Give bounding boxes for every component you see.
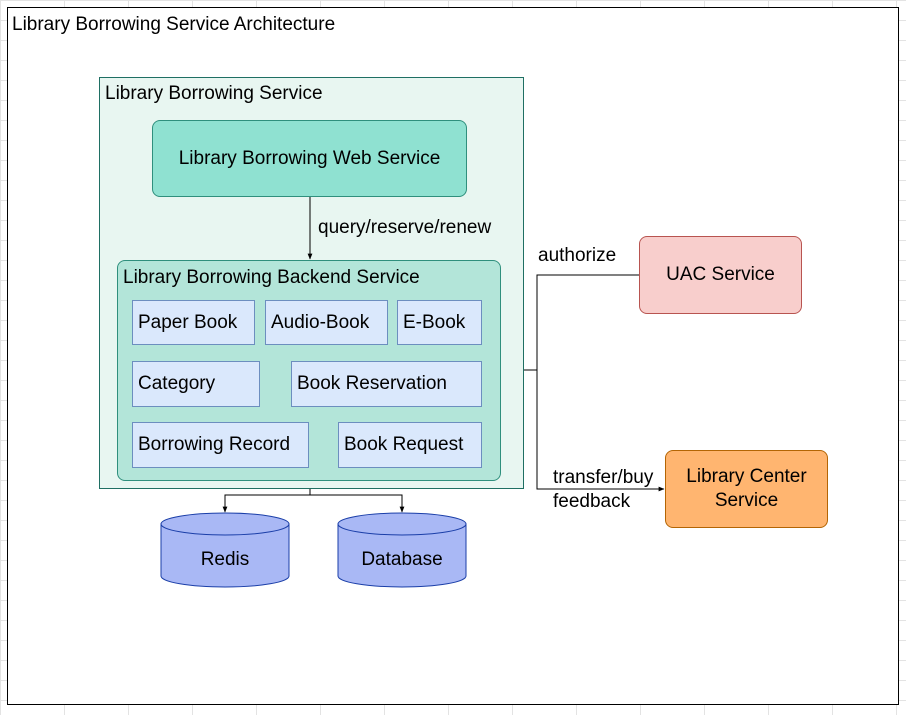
- backend-to-uac-connector[interactable]: [524, 274, 639, 371]
- backend-to-center-arrow[interactable]: [536, 370, 665, 492]
- module-label: Paper Book: [138, 311, 238, 333]
- module-book-request[interactable]: Book Request: [338, 422, 482, 468]
- module-category[interactable]: Category: [132, 361, 260, 407]
- database-label: Database: [361, 549, 443, 570]
- module-label: Book Request: [344, 434, 464, 455]
- module-label: Audio-Book: [271, 311, 370, 333]
- query-edge-label: query/reserve/renew: [318, 217, 492, 238]
- diagram-title: Library Borrowing Service Architecture: [12, 14, 336, 35]
- feedback-edge-line: feedback: [553, 491, 631, 512]
- module-borrowing-record[interactable]: Borrowing Record: [132, 422, 309, 468]
- redis-label: Redis: [200, 549, 250, 570]
- module-label: Category: [138, 373, 216, 394]
- web-service-label: Library Borrowing Web Service: [178, 147, 441, 169]
- database-arrow[interactable]: [310, 494, 405, 513]
- module-audio-book[interactable]: Audio-Book: [265, 300, 388, 345]
- transfer-edge-label: transfer/buy feedback: [553, 466, 653, 514]
- service-boundary-label: Library Borrowing Service: [105, 83, 323, 104]
- redis-arrow[interactable]: [222, 494, 310, 513]
- uac-service-label: UAC Service: [666, 264, 775, 285]
- module-label: Borrowing Record: [138, 434, 291, 455]
- library-center-service-node[interactable]: Library Center Service: [665, 450, 828, 528]
- backend-service-label: Library Borrowing Backend Service: [123, 267, 420, 288]
- module-book-reservation[interactable]: Book Reservation: [291, 361, 482, 407]
- authorize-edge-label: authorize: [538, 245, 617, 266]
- module-label: Book Reservation: [297, 373, 447, 394]
- web-service-node[interactable]: Library Borrowing Web Service: [152, 120, 467, 197]
- module-label: E-Book: [403, 311, 466, 333]
- library-center-label-line-1: Library Center: [686, 466, 807, 487]
- module-paper-book[interactable]: Paper Book: [132, 300, 255, 345]
- redis-cylinder[interactable]: [160, 512, 290, 588]
- uac-service-node[interactable]: UAC Service: [639, 236, 802, 314]
- library-center-label-line-2: Service: [714, 490, 779, 511]
- transfer-edge-line: transfer/buy: [553, 467, 654, 488]
- module-e-book[interactable]: E-Book: [397, 300, 482, 345]
- database-cylinder[interactable]: [337, 512, 467, 588]
